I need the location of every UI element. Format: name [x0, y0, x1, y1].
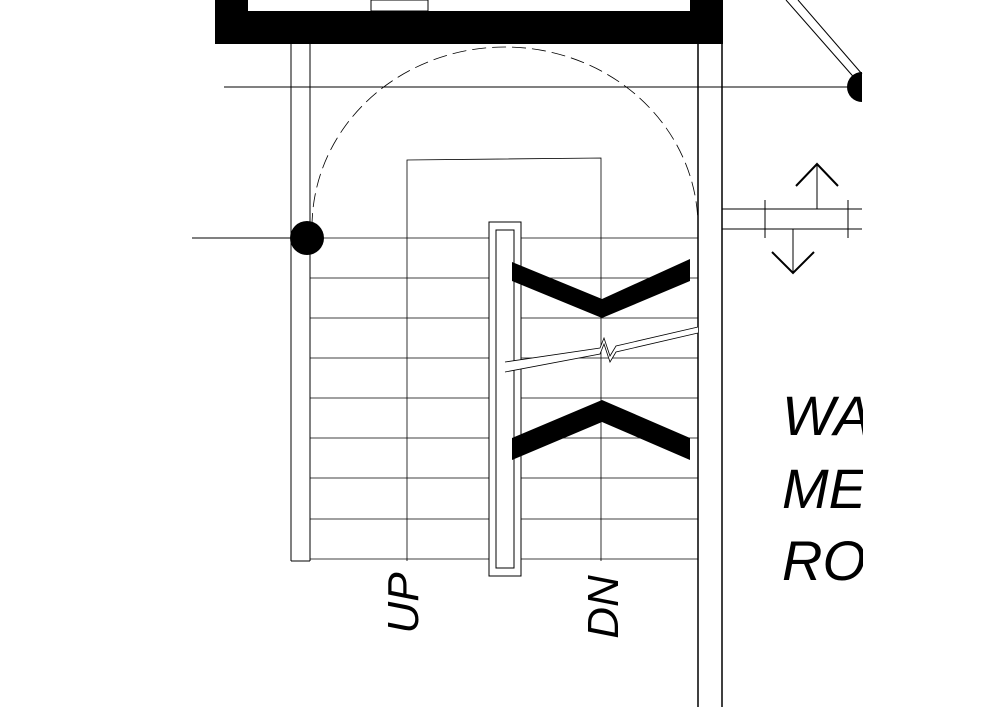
- down-chevron: [512, 259, 690, 318]
- arrow-down-icon: [771, 251, 815, 275]
- crop-mask: [863, 0, 1000, 707]
- up-chevron: [512, 400, 690, 460]
- stair-direction-arrows: [512, 259, 690, 460]
- arrow-up-icon: [795, 162, 839, 187]
- room-label-line-1: WA: [782, 384, 871, 447]
- room-label-line-2: ME: [782, 457, 867, 520]
- stair-up-label: UP: [379, 572, 428, 634]
- stair-down-label: DN: [579, 575, 628, 639]
- grid-bubble-left: [290, 221, 324, 255]
- corridor-wall: [697, 44, 723, 707]
- left-stair-wall: [290, 44, 311, 562]
- stair-landing-outline: [406, 157, 602, 561]
- room-label: WA ME RO: [782, 384, 871, 592]
- stair-break-line: [504, 326, 699, 373]
- top-wall: [215, 0, 723, 44]
- grid-line-left: [192, 221, 324, 255]
- level-marker: [722, 162, 862, 275]
- door-swing-arc: [311, 46, 699, 228]
- room-label-line-3: RO: [782, 529, 866, 592]
